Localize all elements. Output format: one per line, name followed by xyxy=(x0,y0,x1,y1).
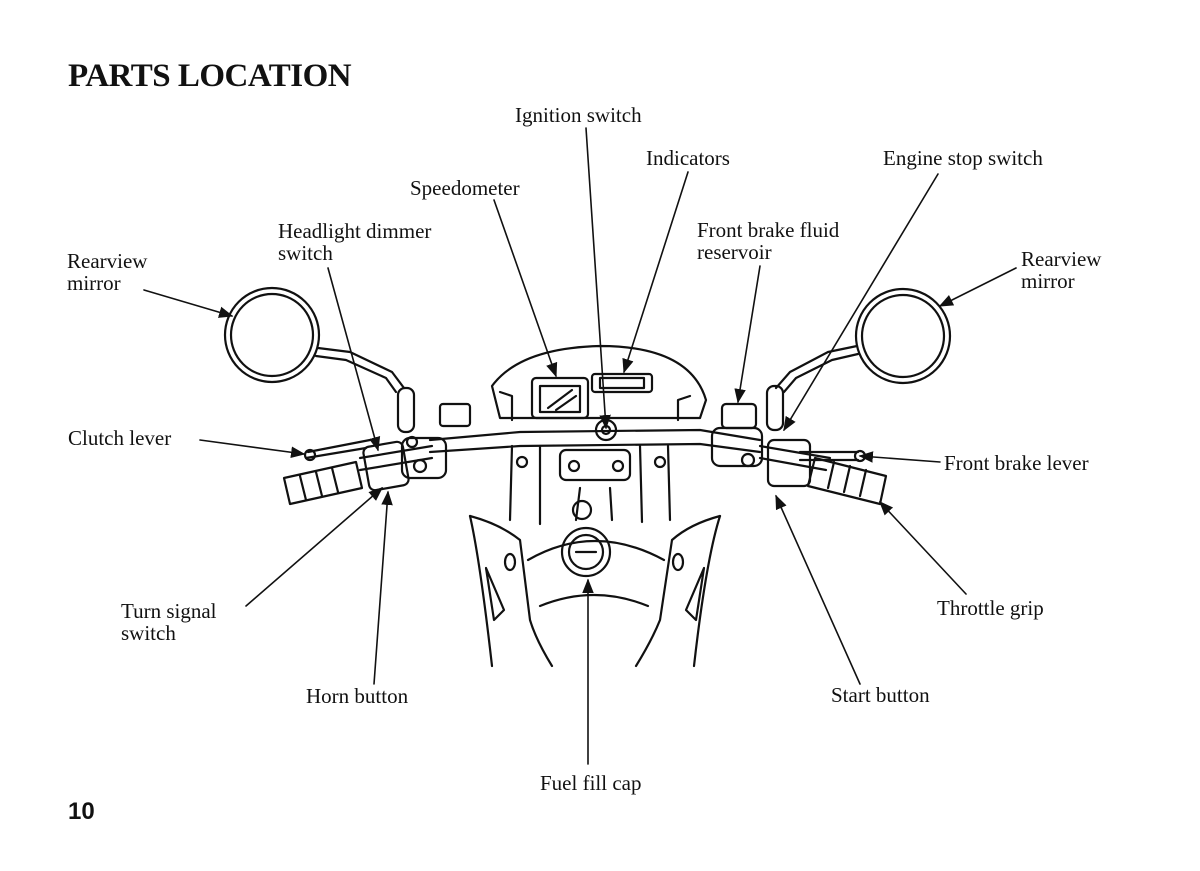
fork-and-tank-drawing xyxy=(468,444,722,668)
label-headlight-dimmer-switch: Headlight dimmer switch xyxy=(278,220,431,264)
label-line: mirror xyxy=(67,271,121,295)
leader-clutch-lever xyxy=(199,439,306,458)
label-line: Headlight dimmer xyxy=(278,219,432,243)
label-turn-signal-switch: Turn signal switch xyxy=(121,600,217,644)
page-number: 10 xyxy=(68,798,95,825)
label-front-brake-lever: Front brake lever xyxy=(944,451,1089,475)
label-line: reservoir xyxy=(697,240,772,264)
right-grip-drawing xyxy=(710,402,888,506)
leader-ignition-switch xyxy=(585,127,611,430)
instrument-cluster-drawing xyxy=(438,344,708,442)
left-mirror-drawing xyxy=(223,286,416,434)
leader-headlight-dimmer xyxy=(327,267,381,452)
label-horn-button: Horn button xyxy=(306,684,409,708)
label-line: Rearview xyxy=(1021,247,1102,271)
leader-horn-button xyxy=(373,490,393,685)
label-line: Rearview xyxy=(67,249,148,273)
label-line: Front brake fluid xyxy=(697,218,840,242)
left-grip-drawing xyxy=(282,435,448,506)
page-title: PARTS LOCATION xyxy=(68,58,352,94)
leader-turn-signal-switch xyxy=(245,487,384,607)
leader-start-button xyxy=(775,494,861,685)
label-rearview-mirror-left: Rearview mirror xyxy=(67,250,147,294)
label-engine-stop-switch: Engine stop switch xyxy=(883,146,1043,170)
label-line: Turn signal xyxy=(121,599,217,623)
leader-indicators xyxy=(622,171,689,374)
label-indicators: Indicators xyxy=(646,146,730,170)
leader-front-brake-lever xyxy=(858,451,941,463)
leader-front-brake-reservoir xyxy=(734,265,761,404)
right-mirror-drawing xyxy=(765,287,952,432)
label-front-brake-fluid-reservoir: Front brake fluid reservoir xyxy=(697,219,839,263)
label-clutch-lever: Clutch lever xyxy=(68,426,172,450)
label-ignition-switch: Ignition switch xyxy=(515,103,642,127)
leader-speedometer xyxy=(493,199,558,378)
label-speedometer: Speedometer xyxy=(410,176,520,200)
label-rearview-mirror-right: Rearview mirror xyxy=(1021,248,1101,292)
label-line: switch xyxy=(121,621,176,645)
label-line: switch xyxy=(278,241,333,265)
leader-rearview-mirror-left xyxy=(143,289,234,318)
label-start-button: Start button xyxy=(831,683,930,707)
label-fuel-fill-cap: Fuel fill cap xyxy=(540,771,642,795)
leader-rearview-mirror-right xyxy=(938,267,1017,307)
leader-engine-stop-switch xyxy=(783,173,939,432)
label-line: mirror xyxy=(1021,269,1075,293)
leader-lines xyxy=(143,127,1017,765)
leader-throttle-grip xyxy=(879,500,967,595)
label-throttle-grip: Throttle grip xyxy=(937,596,1044,620)
